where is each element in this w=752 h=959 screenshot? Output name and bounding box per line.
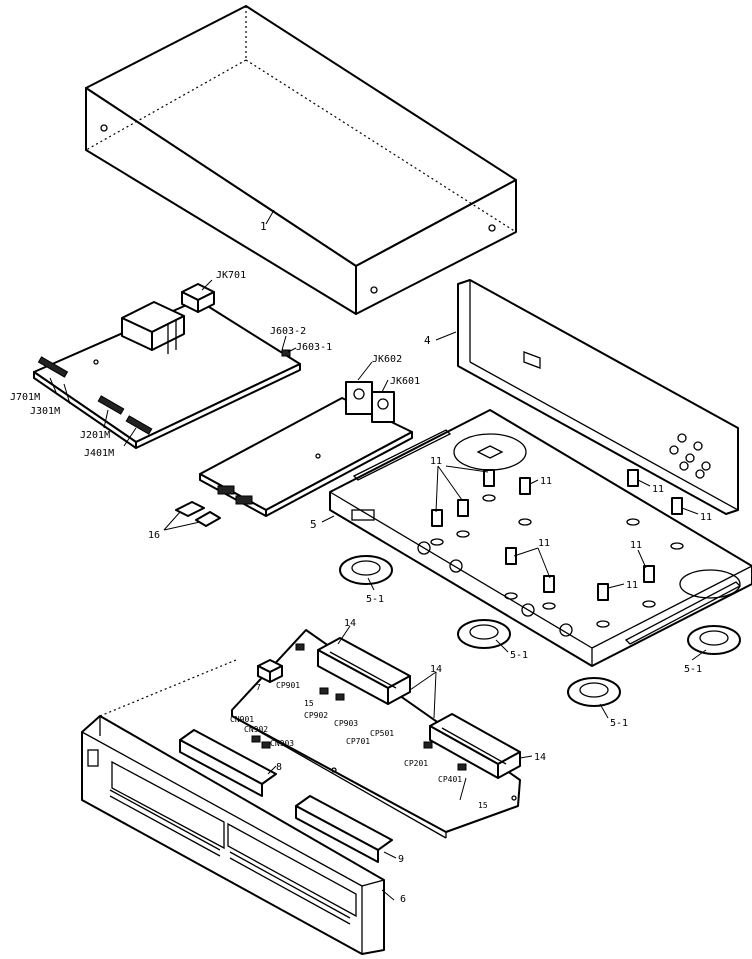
label-part-7: 7 [256,683,261,692]
label-connector-14-a: 14 [344,618,356,629]
feet [339,555,741,707]
label-screw-7: 11 [626,580,638,591]
standoff-3 [430,509,444,546]
label-j603-2: J603-2 [270,326,306,337]
bracket-8 [179,729,277,797]
standoff-4 [456,499,470,538]
label-cp901: CP901 [276,681,300,690]
label-cn903: CN903 [270,739,294,748]
label-part-15-b: 15 [478,801,488,810]
label-part-16: 16 [148,530,160,541]
leader-lines [49,279,707,901]
standoff-9 [596,583,610,628]
label-cover: 1 [260,220,267,233]
jack-circuit-board [199,381,413,517]
connector-14-upper [317,637,411,705]
foot-3 [687,625,741,655]
connector-14-lower [429,713,521,779]
part-7 [257,659,283,683]
foot-4 [567,677,621,707]
standoff-5 [626,469,640,526]
label-front-panel: 6 [400,894,406,905]
label-foot-3: 5-1 [684,664,702,675]
rear-panel [457,279,739,515]
label-bracket-9: 9 [398,854,404,865]
foot-2 [457,619,511,649]
label-cp401: CP401 [438,775,462,784]
jk701-connector [181,283,215,313]
label-j401m: J401M [84,448,114,459]
top-cover [85,5,517,315]
front-panel [81,659,385,955]
standoff-screws [430,469,684,628]
label-connector-14-c: 14 [534,752,546,763]
label-screw-5: 11 [538,538,550,549]
label-j201m: J201M [80,430,110,441]
label-chassis: 5 [310,518,317,531]
label-jk701: JK701 [216,270,246,281]
label-foot-4: 5-1 [610,718,628,729]
label-rear-panel: 4 [424,334,431,347]
label-jk601: JK601 [390,376,420,387]
label-cp501: CP501 [370,729,394,738]
label-screw-4: 11 [700,512,712,523]
label-jk602: JK602 [372,354,402,365]
label-bracket-8: 8 [276,762,282,773]
jk602-jack [345,381,373,415]
label-screw-6: 11 [630,540,642,551]
label-foot-2: 5-1 [510,650,528,661]
label-cp201: CP201 [404,759,428,768]
foot-1 [339,555,393,585]
label-j603-1: J603-1 [296,342,332,353]
label-screw-3: 11 [652,484,664,495]
label-part-15-a: 15 [304,699,314,708]
label-j701m: J701M [10,392,40,403]
standoff-6 [670,497,684,550]
label-foot-1: 5-1 [366,594,384,605]
label-screw-1: 11 [430,456,442,467]
clip-part-16 [175,501,221,527]
main-circuit-board [33,283,301,449]
label-cp701: CP701 [346,737,370,746]
label-cn902: CN902 [244,725,268,734]
standoff-2 [518,477,532,526]
jk601-jack [371,391,395,423]
label-j301m: J301M [30,406,60,417]
callout-labels: 1 4 5 JK701 J603-2 J603-1 J701M J301M J2… [10,220,712,905]
bracket-9 [295,795,393,863]
label-cp902: CP902 [304,711,328,720]
standoff-1 [482,469,496,502]
standoff-7 [504,547,518,600]
transformer [121,301,185,354]
front-circuit-board [231,629,521,839]
chassis [329,409,752,667]
label-screw-2: 11 [540,476,552,487]
label-cn901: CN901 [230,715,254,724]
standoff-10 [642,565,656,608]
label-cp903: CP903 [334,719,358,728]
label-connector-14-b: 14 [430,664,442,675]
